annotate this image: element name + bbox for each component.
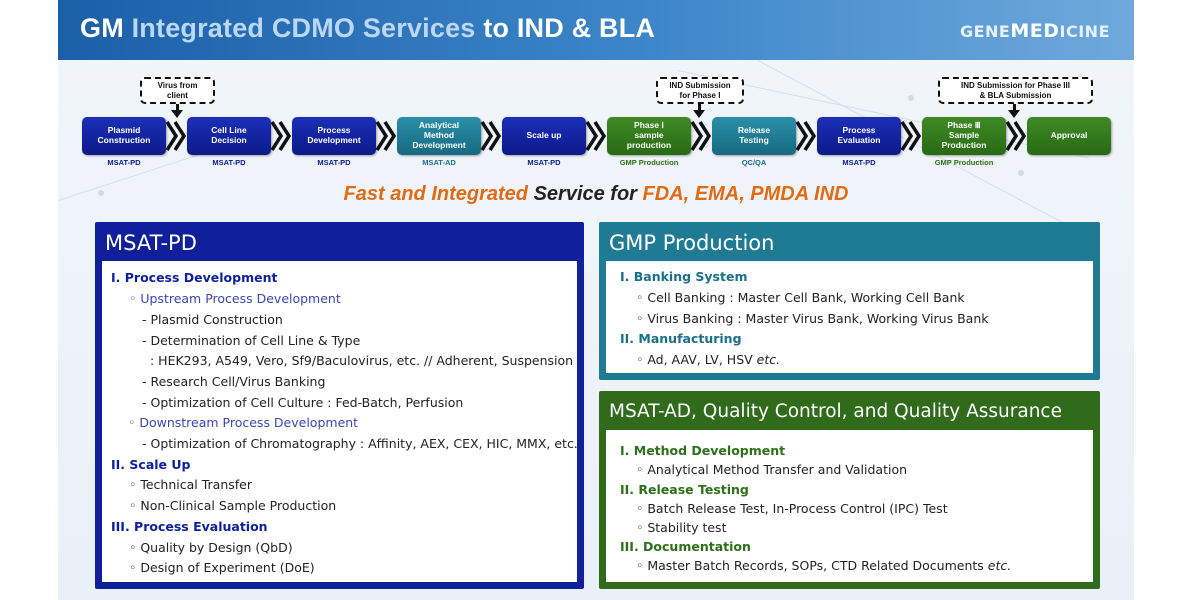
- step-cell-line-decision: Cell Line Decision: [187, 117, 271, 155]
- list-item: ◦ Quality by Design (QbD): [129, 540, 293, 555]
- list-item: ◦ Virus Banking : Master Virus Bank, Wor…: [636, 311, 989, 326]
- panel-body: I. Banking System ◦ Cell Banking : Maste…: [606, 261, 1093, 373]
- step-analytical-method-development: Analytical Method Development: [397, 117, 481, 155]
- tagline: Fast and Integrated Service for FDA, EMA…: [343, 183, 849, 205]
- step-caption: GMP Production: [619, 158, 679, 167]
- list-item: ◦ Design of Experiment (DoE): [129, 560, 315, 575]
- step-caption: MSAT-PD: [107, 158, 141, 167]
- section-heading: II. Manufacturing: [620, 331, 742, 346]
- list-item: ◦ Non-Clinical Sample Production: [129, 498, 337, 513]
- list-item: ◦ Cell Banking : Master Cell Bank, Worki…: [636, 290, 965, 305]
- arrow-down-icon: [693, 110, 705, 118]
- step-phase-1-sample-production: Phase Ⅰ sample production: [607, 117, 691, 155]
- step-release-testing: Release Testing: [712, 117, 796, 155]
- list-item: ◦ Batch Release Test, In-Process Control…: [636, 501, 948, 516]
- decor-dot: [908, 95, 914, 101]
- callout-virus-from-client: Virus from client: [140, 77, 215, 104]
- list-item: ◦ Upstream Process Development: [129, 291, 341, 306]
- panel-body: I. Process Development ◦ Upstream Proces…: [102, 261, 578, 582]
- chevron-right-icon: [376, 121, 397, 151]
- company-logo: GENEMEDICINE: [959, 20, 1110, 42]
- chevron-right-icon: [166, 121, 187, 151]
- decor-dot: [1018, 170, 1024, 176]
- list-item: ◦ Downstream Process Development: [128, 415, 359, 430]
- callout-stem: [1013, 104, 1016, 111]
- chevron-right-icon: [691, 121, 712, 151]
- step-caption: QC/QA: [741, 158, 767, 167]
- panel-msat-ad-qc-qa: MSAT-AD, Quality Control, and Quality As…: [599, 391, 1100, 589]
- step-process-evaluation: Process Evaluation: [817, 117, 901, 155]
- section-heading: I. Method Development: [620, 443, 786, 458]
- panel-title: GMP Production: [609, 231, 775, 255]
- title-highlight: Integrated CDMO Services: [131, 13, 476, 43]
- callout-ind-phase-3-bla: IND Submission for Phase III & BLA Submi…: [938, 77, 1093, 104]
- arrow-down-icon: [171, 110, 183, 118]
- header-bar: GM Integrated CDMO Services to IND & BLA…: [58, 0, 1134, 60]
- panel-gmp-production: GMP Production I. Banking System ◦ Cell …: [599, 222, 1100, 380]
- list-item: - Research Cell/Virus Banking: [142, 374, 326, 389]
- list-item: ◦ Technical Transfer: [129, 477, 252, 492]
- step-caption: MSAT-PD: [842, 158, 876, 167]
- step-caption: MSAT-AD: [422, 158, 456, 167]
- decor-dot: [98, 190, 104, 196]
- section-heading: III. Documentation: [620, 539, 751, 554]
- list-item: ◦ Ad, AAV, LV, HSV etc.: [636, 352, 781, 367]
- callout-stem: [176, 104, 179, 111]
- list-item: ◦ Stability test: [636, 520, 727, 535]
- step-caption: GMP Production: [934, 158, 994, 167]
- chevron-right-icon: [901, 121, 922, 151]
- step-caption: MSAT-PD: [212, 158, 246, 167]
- section-heading: II. Scale Up: [111, 457, 191, 472]
- list-item: ◦ Master Batch Records, SOPs, CTD Relate…: [636, 558, 1012, 573]
- section-heading: II. Release Testing: [620, 482, 749, 497]
- step-scale-up: Scale up: [502, 117, 586, 155]
- panel-title: MSAT-PD: [105, 231, 197, 255]
- callout-stem: [698, 104, 701, 111]
- step-process-development: Process Development: [292, 117, 376, 155]
- step-caption: MSAT-PD: [317, 158, 351, 167]
- section-heading: I. Process Development: [111, 270, 278, 285]
- slide: GM Integrated CDMO Services to IND & BLA…: [58, 0, 1134, 600]
- chevron-right-icon: [796, 121, 817, 151]
- arrow-down-icon: [1008, 110, 1020, 118]
- list-item: - Optimization of Chromatography : Affin…: [142, 436, 578, 451]
- step-plasmid-construction: Plasmid Construction: [82, 117, 166, 155]
- panel-body: I. Method Development ◦ Analytical Metho…: [606, 430, 1093, 582]
- step-phase-3-sample-production: Phase Ⅲ Sample Production: [922, 117, 1006, 155]
- section-heading: III. Process Evaluation: [111, 519, 268, 534]
- chevron-right-icon: [271, 121, 292, 151]
- step-approval: Approval: [1027, 117, 1111, 155]
- chevron-right-icon: [1006, 121, 1027, 151]
- list-item: ◦ Analytical Method Transfer and Validat…: [636, 462, 908, 477]
- step-caption: MSAT-PD: [527, 158, 561, 167]
- chevron-right-icon: [586, 121, 607, 151]
- panel-msat-pd: MSAT-PD I. Process Development ◦ Upstrea…: [95, 222, 584, 589]
- list-item: - Optimization of Cell Culture : Fed-Bat…: [142, 395, 464, 410]
- callout-ind-phase-1: IND Submission for Phase I: [656, 77, 744, 104]
- page-title: GM Integrated CDMO Services to IND & BLA: [80, 13, 656, 43]
- list-item: - Plasmid Construction: [142, 312, 283, 327]
- list-item: - Determination of Cell Line & Type: [142, 333, 361, 348]
- list-item: : HEK293, A549, Vero, Sf9/Baculovirus, e…: [150, 353, 574, 368]
- panel-title: MSAT-AD, Quality Control, and Quality As…: [609, 401, 1062, 422]
- section-heading: I. Banking System: [620, 269, 748, 284]
- chevron-right-icon: [481, 121, 502, 151]
